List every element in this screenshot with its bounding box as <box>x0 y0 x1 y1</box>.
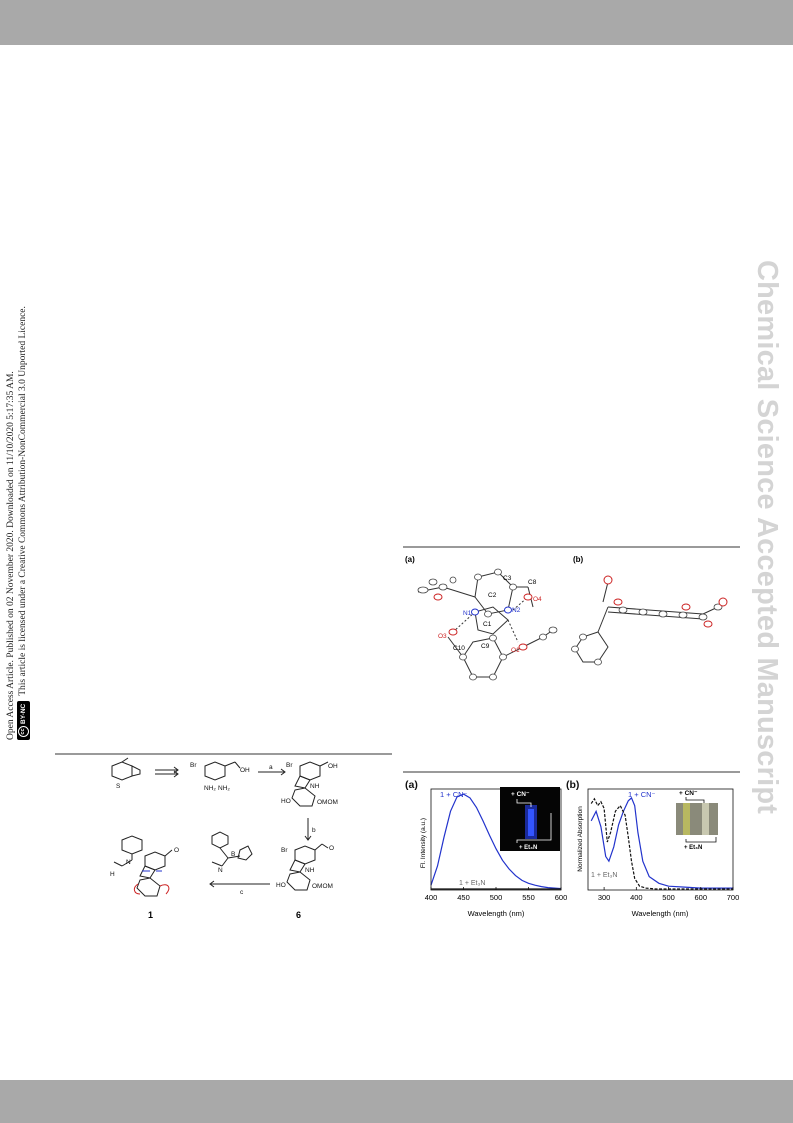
chart-b-frame <box>587 788 734 891</box>
inset-a-bottom: + Et₃N <box>519 845 537 851</box>
open-access-notice: Open Access Article. Published on 02 Nov… <box>5 200 45 740</box>
atom-label-n1: N1 <box>463 610 472 617</box>
label-br-2: Br <box>286 762 293 769</box>
atom-label-c3: C3 <box>503 575 512 582</box>
label-nh-2: NH <box>305 867 315 874</box>
chart-a-xtick-label-0: 400 <box>425 893 438 902</box>
absorption-chart: 300 400 500 600 700 Wavelength (nm) Normaliz… <box>577 788 739 918</box>
synthesis-scheme: S Br OH NH₂ NH₂ a Br OH NH HO OMOM b Br … <box>110 757 338 920</box>
chart-b-xtick-label-0: 300 <box>598 893 611 902</box>
spectra-rule-top <box>403 771 740 773</box>
cc-icon: cc <box>17 726 29 737</box>
atom-label-n2: N2 <box>512 607 521 614</box>
atom-label-c10: C10 <box>453 645 465 652</box>
notice-line-2: cc BY-NC This article is licensed under … <box>16 200 30 740</box>
chart-b-xlabel: Wavelength (nm) <box>632 909 689 918</box>
label-nh2-a: NH₂ <box>204 785 216 792</box>
label-arrow-a: a <box>269 764 273 771</box>
compound-1-label: 1 <box>148 910 153 920</box>
notice-line-1: Open Access Article. Published on 02 Nov… <box>5 371 16 740</box>
chart-b-xtick-label-3: 600 <box>695 893 708 902</box>
label-n-reagent: N <box>218 867 223 874</box>
atom-label-c8: C8 <box>528 579 537 586</box>
label-omom-1: OMOM <box>317 799 338 806</box>
label-nh-1: NH <box>310 783 320 790</box>
chart-a-xtick-label-3: 550 <box>522 893 535 902</box>
chart-b-label-et: 1 + Et₃N <box>591 872 617 879</box>
label-br-3: Br <box>281 847 288 854</box>
chart-a-xtick-label-4: 600 <box>555 893 568 902</box>
label-nh2-b: NH₂ <box>218 785 230 792</box>
label-oh-2: OH <box>328 763 338 770</box>
inset-a-top: + CN⁻ <box>511 791 530 798</box>
label-omom-2: OMOM <box>312 883 333 890</box>
chart-b-xtick-label-1: 400 <box>630 893 643 902</box>
compound-6-label: 6 <box>296 910 301 920</box>
label-n-1: N <box>126 859 131 866</box>
chart-a-xtick-label-2: 500 <box>490 893 503 902</box>
chart-b-ylabel: Normalized Absorption <box>577 806 584 872</box>
cc-license-badge[interactable]: cc BY-NC <box>16 700 30 740</box>
chart-b-xtick-label-4: 700 <box>727 893 740 902</box>
scheme-rule-top <box>55 753 392 755</box>
label-arrow-b: b <box>312 827 316 834</box>
label-ho-2: HO <box>276 882 286 889</box>
atom-label-o4: O4 <box>533 596 542 603</box>
label-ho-1: HO <box>281 798 291 805</box>
label-s: S <box>116 783 121 790</box>
inset-b-top: + CN⁻ <box>679 790 698 797</box>
label-o-6: O <box>329 845 334 852</box>
fluorescence-chart: 400 450 500 550 600 Wavelength (nm) Fl. Inte… <box>420 787 568 918</box>
label-b: B <box>231 851 235 858</box>
crystal-structure-figure: (a) (b) C3 C8 C2 <box>405 555 728 681</box>
inset-b-bottom: + Et₃N <box>684 845 702 851</box>
chart-b-inset-photo: + CN⁻ + Et₃N <box>676 790 718 851</box>
chart-a-label-cn: 1 + CN⁻ <box>440 790 468 799</box>
accepted-manuscript-watermark: Chemical Science Accepted Manuscript <box>751 260 783 815</box>
chart-b-label-cn: 1 + CN⁻ <box>628 790 656 799</box>
crystal-panel-b-label: (b) <box>573 555 584 564</box>
atom-label-c2: C2 <box>488 592 497 599</box>
chart-b-series-0 <box>590 796 733 889</box>
figure-rule-top <box>403 546 740 548</box>
atom-label-c9: C9 <box>481 643 490 650</box>
top-band <box>0 0 793 45</box>
atom-label-o1: O1 <box>511 647 520 654</box>
label-arrow-c: c <box>240 889 244 896</box>
atom-label-c1: C1 <box>483 621 492 628</box>
chart-b-series-1 <box>590 797 733 890</box>
license-link[interactable]: This article is licensed under a Creativ… <box>17 306 28 696</box>
chart-a-inset-photo: + CN⁻ + Et₃N <box>500 787 560 851</box>
spectra-panel-a-label: (a) <box>405 779 418 791</box>
label-o-1: O <box>174 847 179 854</box>
label-h-1: H <box>110 871 115 878</box>
crystal-panel-a-label: (a) <box>405 555 415 564</box>
chart-a-series-0 <box>430 793 562 890</box>
label-oh-1: OH <box>240 767 250 774</box>
spectra-panel-b-label: (b) <box>566 779 580 791</box>
chart-a-xlabel: Wavelength (nm) <box>468 909 525 918</box>
chart-b-xtick-label-2: 500 <box>662 893 675 902</box>
chart-a-ylabel: Fl. Intensity (a.u.) <box>420 818 427 868</box>
label-br-1: Br <box>190 762 197 769</box>
bottom-band <box>0 1080 793 1123</box>
atom-label-o3: O3 <box>438 633 447 640</box>
chart-a-xtick-label-1: 450 <box>457 893 470 902</box>
chart-a-label-et: 1 + Et₃N <box>459 880 485 887</box>
